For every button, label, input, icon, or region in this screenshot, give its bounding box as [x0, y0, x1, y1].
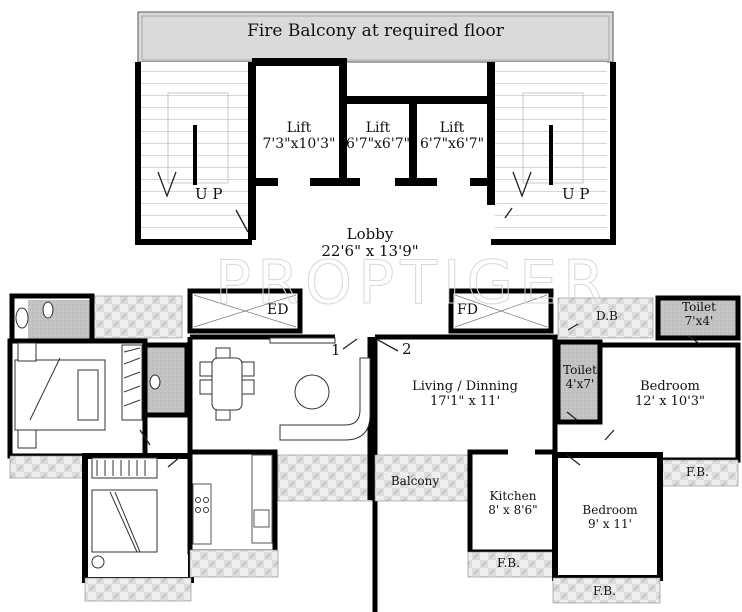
fb-label-east: F.B. [686, 465, 709, 479]
lift-3-name: Lift [439, 120, 465, 136]
lobby-size: 22'6" x 13'9" [321, 242, 419, 261]
duct-fd [448, 288, 554, 334]
lift-2-name: Lift [365, 120, 391, 136]
bedroom-b-label: Bedroom 9' x 11' [565, 503, 655, 532]
living-label: Living / Dinning 17'1" x 11' [400, 379, 530, 410]
toilet-b-size: 4'x7' [565, 376, 595, 391]
fb-label-kitchen: F.B. [497, 556, 520, 570]
fb-label-bedroom: F.B. [593, 584, 616, 598]
left-flat [7, 293, 374, 602]
lift-3-label: Lift 6'7"x6'7" [413, 120, 491, 152]
toilet-b-name: Toilet [563, 363, 597, 377]
ed-label: ED [267, 302, 289, 318]
lobby-name: Lobby [346, 225, 394, 243]
lift-1-label: Lift 7'3"x10'3" [255, 120, 343, 152]
bedroom-a-size: 12' x 10'3" [634, 393, 706, 409]
kitchen-label: Kitchen 8' x 8'6" [472, 489, 554, 518]
right-flat [372, 295, 741, 612]
fire-balcony [137, 11, 614, 63]
duct-ed [187, 288, 303, 334]
kitchen-name: Kitchen [489, 489, 537, 503]
toilet-a-size: 7'x4' [684, 313, 714, 328]
fire-balcony-label: Fire Balcony at required floor [247, 21, 504, 41]
staircase-left [135, 62, 252, 245]
bedroom-b-size: 9' x 11' [588, 516, 632, 531]
entrance-1-label: 1 [331, 341, 341, 359]
toilet-a-label: Toilet 7'x4' [664, 300, 734, 329]
bedroom-a-label: Bedroom 12' x 10'3" [610, 379, 730, 410]
lift-2-label: Lift 6'7"x6'7" [343, 120, 413, 152]
fd-label: FD [457, 302, 478, 318]
entrance-2-label: 2 [402, 340, 412, 358]
living-size: 17'1" x 11' [429, 393, 501, 409]
kitchen-size: 8' x 8'6" [488, 502, 538, 517]
lift-1-name: Lift [286, 120, 312, 136]
door-swings [139, 323, 701, 468]
bedroom-b-name: Bedroom [582, 503, 638, 517]
stair-left-label: U P [195, 185, 223, 203]
bedroom-a-name: Bedroom [640, 379, 700, 394]
balcony-label: Balcony [390, 474, 440, 488]
toilet-b-label: Toilet 4'x7' [560, 363, 600, 392]
lift-2-size: 6'7"x6'7" [345, 136, 411, 153]
lift-1-size: 7'3"x10'3" [262, 136, 336, 153]
living-name: Living / Dinning [412, 379, 518, 394]
stair-right-label: U P [562, 185, 590, 203]
staircase-right [491, 62, 616, 245]
db-label: D.B [596, 309, 618, 323]
lobby-label: Lobby 22'6" x 13'9" [300, 225, 440, 261]
lift-block [248, 58, 495, 240]
toilet-a-name: Toilet [682, 300, 716, 314]
lift-3-size: 6'7"x6'7" [419, 136, 485, 153]
